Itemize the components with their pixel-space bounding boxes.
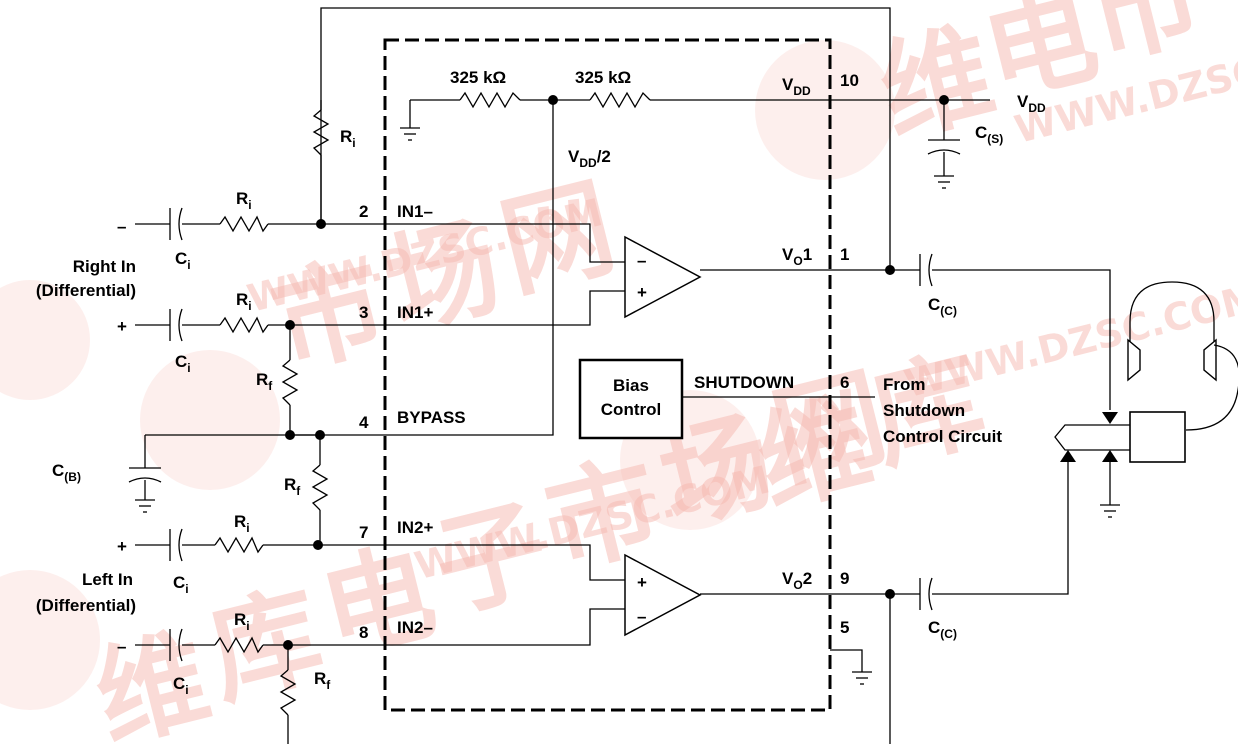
bias-control-box (578, 358, 684, 440)
input-plus-sign: + (117, 537, 127, 556)
supply-vdd-label: VDD (1017, 92, 1046, 115)
ci-label: Ci (175, 352, 191, 375)
opamp-2: + – (624, 553, 702, 637)
ci-label: Ci (173, 674, 189, 697)
watermark-char: 维 (84, 614, 222, 744)
left-in-label: Left In (82, 570, 133, 589)
input-minus-sign: – (117, 637, 126, 656)
rf-label: Rf (314, 669, 331, 692)
pin-number: 8 (359, 623, 368, 642)
resistor-ri-feedback (312, 109, 330, 156)
resistor-rf-3 (279, 669, 297, 716)
capacitor-cb (128, 467, 162, 483)
pin-number: 9 (840, 569, 849, 588)
ground-icon (400, 127, 420, 141)
resistor-ri-1 (219, 215, 269, 233)
pin-number: 1 (840, 245, 849, 264)
cc-label: C(C) (928, 295, 957, 318)
resistor-325k-1 (459, 91, 521, 109)
pin-label-in2-minus: IN2– (397, 618, 433, 637)
cb-label: C(B) (52, 461, 81, 484)
capacitors (128, 139, 961, 662)
pin-label-shutdown: SHUTDOWN (694, 373, 794, 392)
right-in-sub-label: (Differential) (36, 281, 136, 300)
headphone-jack-icon (1054, 411, 1186, 463)
ci-label: Ci (173, 573, 189, 596)
cs-label: C(S) (975, 123, 1003, 146)
resistor-325k-label: 325 kΩ (575, 68, 631, 87)
control-label: Control (601, 400, 661, 419)
ri-label: Ri (236, 189, 252, 212)
junctions (283, 95, 949, 650)
input-plus-sign: + (117, 317, 127, 336)
ri-label: Ri (340, 127, 356, 150)
pin-label-in1-plus: IN1+ (397, 303, 433, 322)
resistor-ri-2 (219, 316, 269, 334)
opamp-1: – + (624, 235, 702, 319)
capacitor-ci-1 (169, 207, 183, 241)
pin-number: 7 (359, 523, 368, 542)
ground-icon (934, 175, 954, 189)
capacitor-ci-3 (169, 528, 183, 562)
ri-label: Ri (236, 290, 252, 313)
rf-label: Rf (284, 475, 301, 498)
chip-boundary (383, 38, 832, 712)
ground-icon (135, 499, 155, 513)
vdd-label: VDD (782, 75, 811, 98)
capacitor-cc-1 (919, 253, 933, 287)
headphones-icon (1127, 281, 1238, 431)
wires (135, 7, 1111, 744)
rf-label: Rf (256, 370, 273, 393)
vo1-label: VO1 (782, 245, 812, 268)
right-in-label: Right In (73, 257, 136, 276)
capacitor-cs (927, 139, 961, 155)
shutdown-source-label: From (883, 375, 926, 394)
pin-number: 5 (840, 618, 849, 637)
pin-number: 3 (359, 303, 368, 322)
ri-label: Ri (234, 512, 250, 535)
pin-label-in1-minus: IN1– (397, 202, 433, 221)
capacitor-cc-2 (919, 577, 933, 611)
pin-number: 2 (359, 202, 368, 221)
opamp-minus-sign: – (637, 251, 646, 270)
resistor-325k-label: 325 kΩ (450, 68, 506, 87)
vo2-label: VO2 (782, 569, 812, 592)
resistor-325k-2 (589, 91, 651, 109)
ri-label: Ri (234, 610, 250, 633)
ground-icon (1100, 504, 1120, 518)
resistor-ri-3 (214, 536, 264, 554)
pin-number: 4 (359, 413, 369, 432)
resistor-rf-1 (281, 359, 299, 406)
resistor-rf-2 (311, 464, 329, 511)
cc-label: C(C) (928, 618, 957, 641)
pin-number: 10 (840, 71, 859, 90)
pin-label-in2-plus: IN2+ (397, 518, 433, 537)
input-minus-sign: – (117, 217, 126, 236)
vdd-half-label: VDD/2 (568, 147, 611, 170)
opamp-plus-sign: + (637, 573, 647, 592)
pin-number: 6 (840, 373, 849, 392)
ground-icon (852, 671, 872, 685)
left-in-sub-label: (Differential) (36, 596, 136, 615)
bias-label: Bias (613, 376, 649, 395)
resistor-ri-4 (214, 636, 264, 654)
resistors (214, 91, 651, 716)
pin-label-bypass: BYPASS (397, 408, 466, 427)
shutdown-source-label: Shutdown (883, 401, 965, 420)
opamp-minus-sign: – (637, 607, 646, 626)
shutdown-source-label: Control Circuit (883, 427, 1002, 446)
capacitor-ci-4 (169, 628, 183, 662)
ci-label: Ci (175, 249, 191, 272)
opamp-plus-sign: + (637, 283, 647, 302)
grounds (135, 127, 1120, 685)
watermark-logo (0, 40, 895, 710)
capacitor-ci-2 (169, 308, 183, 342)
